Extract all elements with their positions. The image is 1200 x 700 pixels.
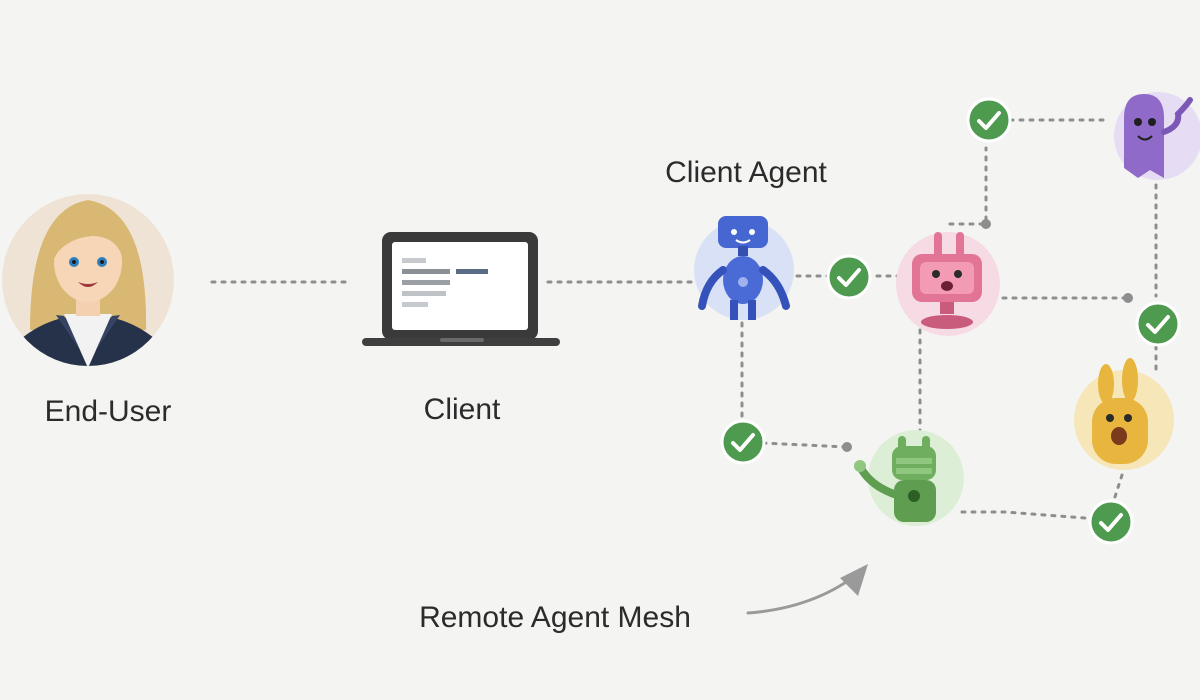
laptop-icon [362, 232, 560, 346]
joint-dot [842, 442, 852, 452]
checkmark-icon [1135, 301, 1181, 347]
joint-dot [981, 219, 991, 229]
mesh-arrow-head [840, 564, 868, 596]
link-yellow-bottom [1112, 473, 1124, 502]
client-agent-label: Client Agent [665, 156, 827, 189]
link-pink-up [948, 146, 988, 226]
end-user-avatar [2, 194, 174, 366]
connector-lines [210, 118, 1158, 615]
joint-dot [1123, 293, 1133, 303]
end-user-label: End-User [44, 395, 172, 428]
remote-agent-mesh-label: Remote Agent Mesh [419, 601, 691, 634]
link-green-bottom [960, 510, 1087, 520]
pink-rabbit-robot-agent-icon [896, 232, 1000, 336]
checkmark-icon [966, 97, 1012, 143]
blue-robot-agent-icon [694, 216, 794, 320]
checkmark-icon [826, 254, 872, 300]
client-label: Client [423, 393, 501, 426]
checkmark-icon [720, 419, 766, 465]
green-robot-agent-icon [854, 430, 964, 526]
yellow-bunny-agent-icon [1074, 358, 1174, 470]
checkmark-icon [1088, 499, 1134, 545]
purple-ghost-agent-icon [1114, 92, 1200, 180]
